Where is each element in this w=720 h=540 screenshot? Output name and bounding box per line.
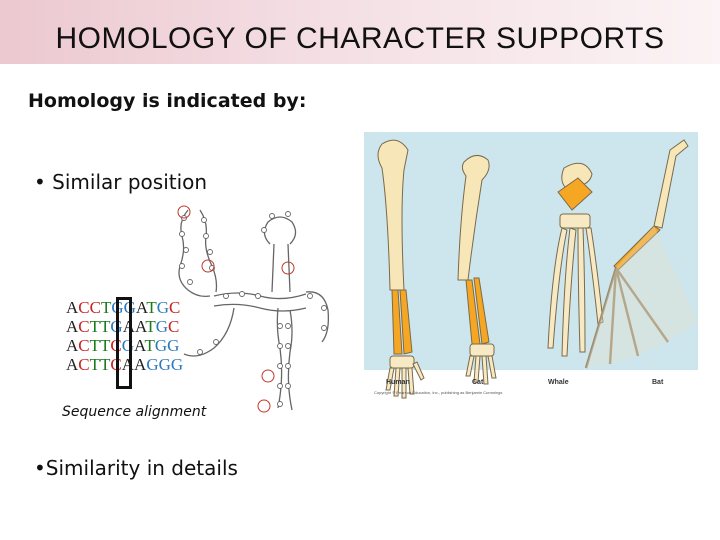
title-bar bbox=[0, 0, 720, 64]
limbs-copyright: Copyright © Pearson Education, Inc., pub… bbox=[374, 390, 502, 395]
base: A bbox=[135, 298, 147, 317]
cat-forelimb bbox=[457, 155, 497, 385]
base: T bbox=[89, 317, 101, 336]
bullet-similarity-in-details: •Similarity in details bbox=[34, 456, 238, 480]
base: C bbox=[78, 298, 90, 317]
rna-structure-diagram bbox=[177, 205, 330, 413]
rna-strand bbox=[178, 209, 330, 411]
slide-title: HOMOLOGY OF CHARACTER SUPPORTS bbox=[55, 22, 665, 55]
base: G bbox=[155, 317, 169, 336]
alignment-highlight-box bbox=[116, 297, 132, 389]
base: G bbox=[170, 355, 184, 374]
limb-label-human: Human bbox=[386, 379, 410, 386]
base: G bbox=[146, 355, 159, 374]
limb-label-whale: Whale bbox=[548, 379, 569, 386]
base: A bbox=[66, 355, 79, 374]
base: T bbox=[89, 355, 101, 374]
base: T bbox=[100, 298, 112, 317]
base: C bbox=[78, 336, 90, 355]
base: C bbox=[168, 317, 180, 336]
limb-label-cat: Cat bbox=[472, 379, 484, 386]
base: T bbox=[146, 298, 157, 317]
base: T bbox=[100, 336, 111, 355]
base: T bbox=[145, 317, 156, 336]
human-forelimb bbox=[377, 139, 425, 399]
base: A bbox=[66, 298, 79, 317]
base: A bbox=[134, 336, 145, 355]
limbs-background bbox=[364, 132, 698, 370]
base: C bbox=[78, 317, 90, 336]
bullet-similar-position: • Similar position bbox=[34, 170, 208, 194]
whale-forelimb bbox=[547, 162, 604, 357]
forelimb-comparison-illustration: Human Cat Whale Bat Copyright © Pearson … bbox=[364, 132, 698, 399]
base: C bbox=[89, 298, 101, 317]
sequence-row: ACTTGAATGC bbox=[66, 317, 183, 336]
base: T bbox=[144, 336, 155, 355]
base: A bbox=[66, 336, 79, 355]
base: T bbox=[89, 336, 101, 355]
sequence-alignment-caption: Sequence alignment bbox=[62, 404, 207, 420]
base: T bbox=[100, 355, 111, 374]
rna-markers bbox=[177, 205, 295, 413]
bat-forelimb bbox=[584, 139, 698, 369]
limb-label-bat: Bat bbox=[652, 379, 664, 386]
base: A bbox=[134, 317, 146, 336]
base: A bbox=[66, 317, 79, 336]
base: G bbox=[154, 336, 168, 355]
base: T bbox=[100, 317, 111, 336]
rna-bases bbox=[179, 211, 327, 407]
base: C bbox=[169, 298, 181, 317]
slide-heading: Homology is indicated by: bbox=[28, 90, 307, 112]
base: A bbox=[134, 355, 147, 374]
base: G bbox=[167, 336, 180, 355]
base: G bbox=[158, 355, 171, 374]
base: G bbox=[156, 298, 169, 317]
base: C bbox=[78, 355, 90, 374]
